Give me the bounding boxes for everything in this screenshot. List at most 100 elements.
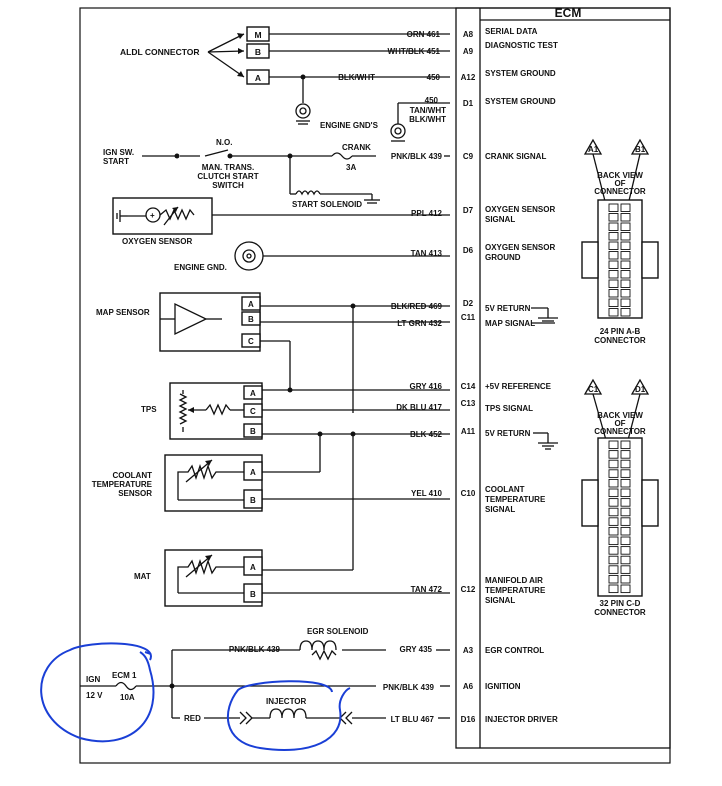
- svg-text:OXYGEN SENSOR: OXYGEN SENSOR: [485, 205, 555, 214]
- svg-text:TPS SIGNAL: TPS SIGNAL: [485, 404, 533, 413]
- svg-text:LT BLU 467: LT BLU 467: [391, 715, 435, 724]
- svg-text:24 PIN A-B: 24 PIN A-B: [600, 327, 641, 336]
- connector-pin: [608, 478, 619, 488]
- svg-text:OF: OF: [614, 419, 625, 428]
- svg-text:SYSTEM GROUND: SYSTEM GROUND: [485, 69, 556, 78]
- svg-text:SWITCH: SWITCH: [212, 181, 244, 190]
- svg-text:5V RETURN: 5V RETURN: [485, 304, 531, 313]
- svg-text:CONNECTOR: CONNECTOR: [594, 336, 646, 345]
- svg-text:MAP SENSOR: MAP SENSOR: [96, 308, 150, 317]
- svg-text:D7: D7: [463, 206, 474, 215]
- svg-text:MANIFOLD AIR: MANIFOLD AIR: [485, 576, 543, 585]
- svg-text:EGR SOLENOID: EGR SOLENOID: [307, 627, 369, 636]
- svg-text:MAN. TRANS.: MAN. TRANS.: [202, 163, 254, 172]
- svg-text:-: -: [142, 211, 145, 220]
- svg-text:+5V REFERENCE: +5V REFERENCE: [485, 382, 552, 391]
- svg-text:B: B: [255, 47, 261, 57]
- connector-pin: [620, 546, 631, 555]
- svg-text:PNK/BLK 439: PNK/BLK 439: [391, 152, 443, 161]
- svg-text:CONNECTOR: CONNECTOR: [594, 427, 646, 436]
- svg-text:SIGNAL: SIGNAL: [485, 215, 515, 224]
- svg-text:CLUTCH START: CLUTCH START: [197, 172, 258, 181]
- connector-pin: [608, 251, 619, 260]
- connector-pin: [608, 289, 619, 298]
- svg-text:5V RETURN: 5V RETURN: [485, 429, 531, 438]
- connector-pin: [608, 298, 619, 307]
- svg-text:10A: 10A: [120, 693, 135, 702]
- engine-ground: ENGINE GND.: [174, 241, 450, 272]
- svg-text:ECM 1: ECM 1: [112, 671, 137, 680]
- svg-text:IGN: IGN: [86, 675, 100, 684]
- svg-text:GROUND: GROUND: [485, 253, 521, 262]
- connector-pin: [620, 213, 631, 222]
- connector-pin: [620, 232, 631, 241]
- connector-pin: [608, 241, 619, 250]
- connector-pin: [608, 469, 619, 478]
- connector-pin: [608, 203, 619, 212]
- svg-text:A: A: [250, 468, 256, 477]
- svg-text:C9: C9: [463, 152, 474, 161]
- connector-pin: [608, 517, 619, 526]
- injector-circuit: EGR SOLENOID PNK/BLK 439 IGN 12 V ECM 1 …: [80, 627, 450, 725]
- svg-text:TAN/WHT: TAN/WHT: [410, 106, 446, 115]
- connector-pin: [608, 308, 619, 317]
- svg-text:450: 450: [427, 73, 441, 82]
- svg-text:B: B: [250, 496, 256, 505]
- svg-text:C: C: [248, 337, 254, 346]
- connector-pin: [608, 555, 619, 565]
- svg-text:COOLANT: COOLANT: [485, 485, 525, 494]
- svg-text:C12: C12: [461, 585, 476, 594]
- svg-text:TEMPERATURE: TEMPERATURE: [485, 495, 546, 504]
- svg-text:COOLANT: COOLANT: [112, 471, 152, 480]
- svg-text:3A: 3A: [346, 163, 356, 172]
- connector-pin: [608, 213, 619, 222]
- svg-text:D2: D2: [463, 299, 474, 308]
- svg-text:IGNITION: IGNITION: [485, 682, 521, 691]
- svg-text:BACK VIEW: BACK VIEW: [597, 411, 643, 420]
- svg-text:D1: D1: [635, 385, 646, 394]
- svg-text:TAN 413: TAN 413: [411, 249, 443, 258]
- svg-text:M: M: [254, 30, 261, 40]
- connector-pin: [608, 488, 619, 498]
- connector-pin: [620, 222, 631, 231]
- connector-pin: [608, 450, 619, 459]
- svg-text:D1: D1: [463, 99, 474, 108]
- svg-text:WHT/BLK 451: WHT/BLK 451: [388, 47, 441, 56]
- svg-text:C1: C1: [588, 385, 599, 394]
- connector-pin: [620, 241, 631, 250]
- svg-text:12 V: 12 V: [86, 691, 103, 700]
- svg-text:A: A: [250, 389, 256, 398]
- ecm-functions: SERIAL DATA DIAGNOSTIC TEST SYSTEM GROUN…: [485, 27, 558, 724]
- svg-text:ORN 461: ORN 461: [407, 30, 441, 39]
- connector-pin: [608, 260, 619, 269]
- ecm-block: [455, 7, 671, 749]
- crank-circuit: IGN SW. START N.O. MAN. TRANS. CLUTCH ST…: [103, 138, 450, 209]
- svg-text:A3: A3: [463, 646, 474, 655]
- engine-gnds-label: ENGINE GND'S: [320, 121, 379, 130]
- svg-text:C10: C10: [461, 489, 476, 498]
- connector-pin: [620, 555, 631, 565]
- svg-text:TAN 472: TAN 472: [411, 585, 443, 594]
- connector-pin: [620, 536, 631, 546]
- connector-32-pin: C1 D1 BACK VIEW OF CONNECTOR 32 PIN C-D …: [581, 378, 659, 617]
- connector-pin: [608, 270, 619, 279]
- svg-text:MAP SIGNAL: MAP SIGNAL: [485, 319, 535, 328]
- connector-pin: [608, 546, 619, 555]
- connector-pin: [620, 498, 631, 507]
- connector-pin: [608, 459, 619, 469]
- oxygen-sensor: + - OXYGEN SENSOR: [112, 197, 450, 246]
- svg-text:BACK VIEW: BACK VIEW: [597, 171, 643, 180]
- svg-text:A9: A9: [463, 47, 474, 56]
- connector-pin: [620, 469, 631, 478]
- connector-pin: [608, 440, 619, 450]
- connector-pin: [620, 565, 631, 574]
- svg-text:START SOLENOID: START SOLENOID: [292, 200, 362, 209]
- connector-pin: [620, 459, 631, 469]
- svg-text:A11: A11: [461, 427, 476, 436]
- svg-text:B: B: [250, 590, 256, 599]
- svg-text:LT GRN 432: LT GRN 432: [397, 319, 442, 328]
- svg-text:DK BLU 417: DK BLU 417: [396, 403, 442, 412]
- svg-text:N.O.: N.O.: [216, 138, 232, 147]
- connector-pin: [608, 498, 619, 507]
